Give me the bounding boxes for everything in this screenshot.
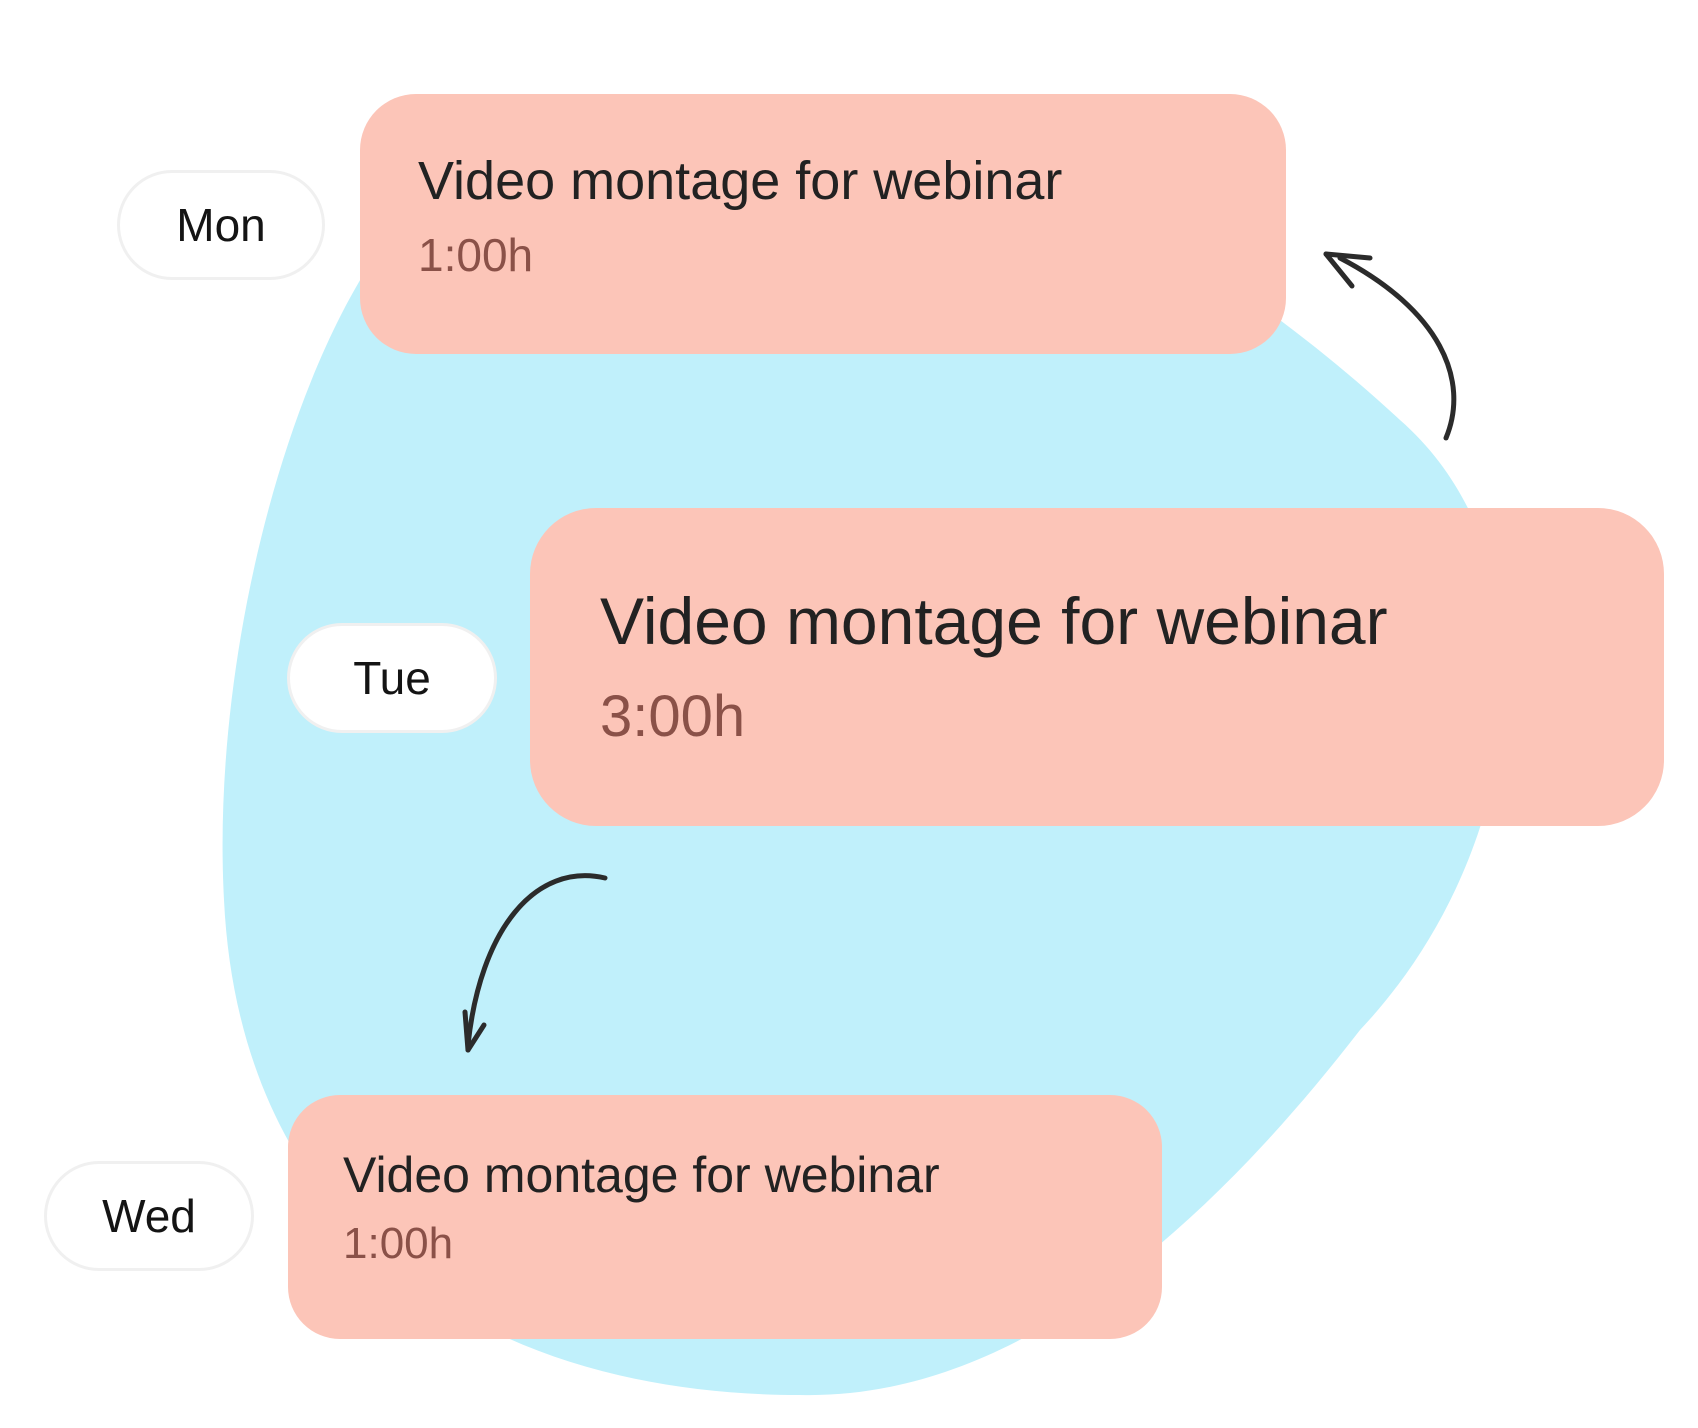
task-duration: 3:00h	[600, 684, 746, 749]
day-label-tue[interactable]: Tue	[287, 623, 497, 733]
task-title: Video montage for webinar	[600, 584, 1388, 658]
day-label-tue-text: Tue	[353, 652, 431, 704]
day-label-mon[interactable]: Mon	[117, 170, 325, 280]
task-card-mon[interactable]: Video montage for webinar 1:00h	[360, 94, 1286, 354]
day-label-wed-text: Wed	[102, 1190, 196, 1242]
task-title: Video montage for webinar	[343, 1147, 940, 1203]
task-duration: 1:00h	[343, 1219, 454, 1268]
task-duration: 1:00h	[418, 229, 534, 281]
day-label-wed[interactable]: Wed	[44, 1161, 254, 1271]
task-card-wed[interactable]: Video montage for webinar 1:00h	[288, 1095, 1162, 1339]
task-title: Video montage for webinar	[418, 151, 1063, 211]
day-label-mon-text: Mon	[176, 199, 266, 251]
task-card-tue[interactable]: Video montage for webinar 3:00h	[530, 508, 1664, 826]
